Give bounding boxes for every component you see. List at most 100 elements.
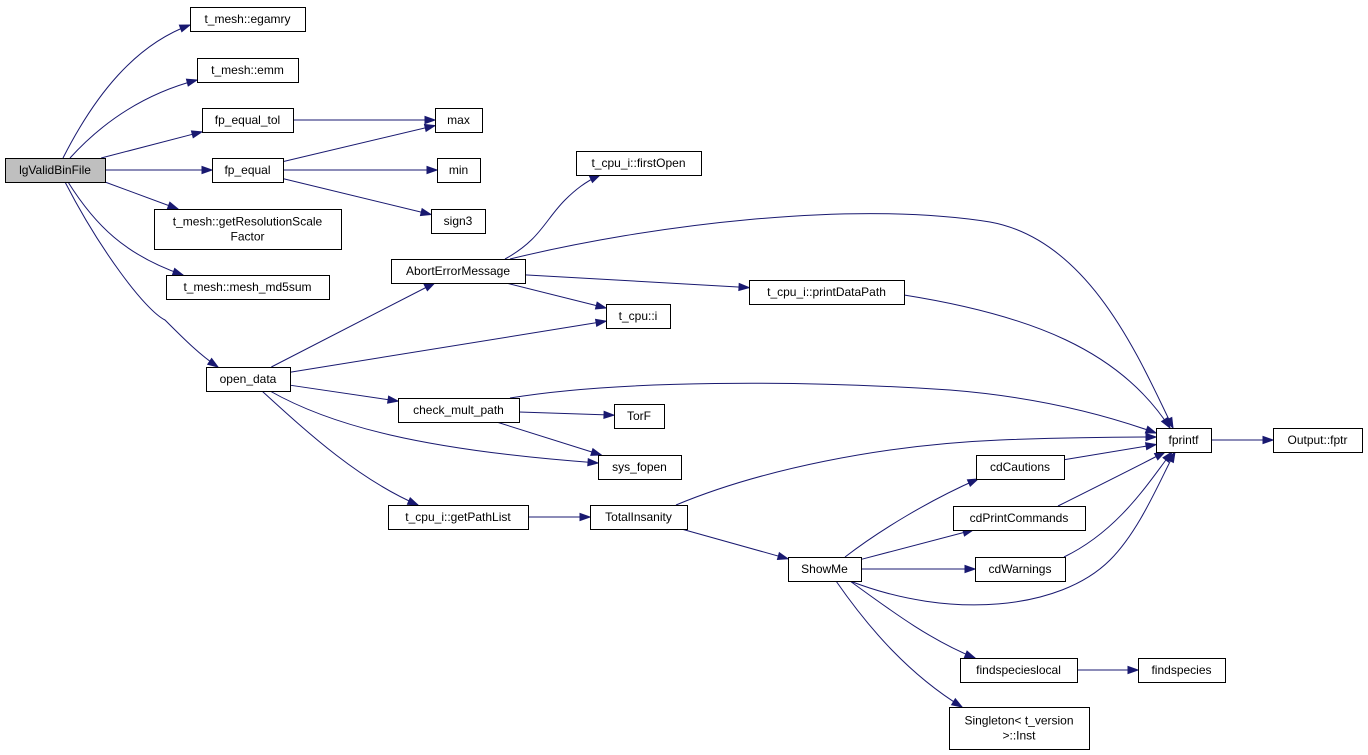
node-label: t_cpu::i [619, 309, 658, 323]
edge-printDataPath-to-fprintf [903, 294, 1171, 430]
node-fp_equal[interactable]: fp_equal [212, 158, 284, 183]
node-box[interactable] [391, 259, 526, 284]
node-box[interactable] [197, 58, 299, 83]
edge-AbortErrorMessage-to-t_cpu_i [505, 282, 608, 310]
node-TorF[interactable]: TorF [614, 404, 665, 429]
node-box[interactable] [1156, 428, 1212, 453]
node-AbortErrorMessage[interactable]: AbortErrorMessage [391, 259, 526, 284]
node-label: max [447, 113, 470, 127]
node-box[interactable] [590, 505, 688, 530]
node-box[interactable] [1273, 428, 1363, 453]
node-lgValidBinFile[interactable]: lgValidBinFile [5, 158, 106, 183]
node-mesh_md5sum[interactable]: t_mesh::mesh_md5sum [166, 275, 330, 300]
node-check_mult_path[interactable]: check_mult_path [398, 398, 520, 423]
node-findspecieslocal[interactable]: findspecieslocal [960, 658, 1078, 683]
edge-line [1063, 444, 1157, 461]
node-box[interactable] [960, 658, 1078, 683]
node-box[interactable] [437, 158, 481, 183]
edge-cdWarnings-to-fprintf [1063, 450, 1173, 558]
node-box[interactable] [1138, 658, 1226, 683]
node-cdCautions[interactable]: cdCautions [976, 455, 1065, 480]
arrowhead [1162, 450, 1173, 463]
node-box[interactable] [435, 108, 483, 133]
node-box[interactable] [431, 209, 486, 234]
arrowhead [201, 165, 214, 175]
edge-open_data-to-sys_fopen [269, 390, 600, 467]
edge-getPathList-to-TotalInsanity [528, 512, 592, 522]
edge-fp_equal-to-max [282, 123, 437, 163]
node-emm[interactable]: t_mesh::emm [197, 58, 299, 83]
node-box[interactable] [388, 505, 529, 530]
node-label: findspecieslocal [976, 663, 1061, 677]
node-box[interactable] [202, 108, 294, 133]
arrowhead [406, 496, 420, 506]
edge-line [64, 181, 219, 368]
edge-line [1057, 451, 1166, 507]
arrowhead [178, 24, 192, 33]
node-label: t_cpu_i::firstOpen [591, 156, 685, 170]
arrowhead [424, 115, 437, 125]
node-box[interactable] [5, 158, 106, 183]
edge-open_data-to-AbortErrorMessage [271, 282, 437, 368]
node-min[interactable]: min [437, 158, 481, 183]
node-sign3[interactable]: sign3 [431, 209, 486, 234]
node-cdPrintCommands[interactable]: cdPrintCommands [953, 506, 1086, 531]
node-box[interactable] [614, 404, 665, 429]
node-findspecies[interactable]: findspecies [1138, 658, 1226, 683]
node-open_data[interactable]: open_data [206, 367, 291, 392]
node-box[interactable] [788, 557, 862, 582]
node-box[interactable] [949, 707, 1090, 750]
edge-open_data-to-getPathList [261, 390, 420, 506]
node-label: min [449, 163, 468, 177]
node-box[interactable] [166, 275, 330, 300]
node-box[interactable] [976, 455, 1065, 480]
node-getPathList[interactable]: t_cpu_i::getPathList [388, 505, 529, 530]
node-TotalInsanity[interactable]: TotalInsanity [590, 505, 688, 530]
node-egamry[interactable]: t_mesh::egamry [190, 7, 306, 32]
node-label: fprintf [1168, 433, 1199, 447]
arrowhead [950, 697, 964, 708]
edge-lgValidBinFile-to-fp_equal_tol [101, 130, 204, 159]
node-box[interactable] [576, 151, 702, 176]
node-label: open_data [220, 372, 277, 386]
edge-line [509, 382, 1157, 434]
node-label: TorF [627, 409, 651, 423]
node-box[interactable] [398, 398, 520, 423]
edge-TotalInsanity-to-ShowMe [681, 528, 790, 561]
node-box[interactable] [953, 506, 1086, 531]
edge-check_mult_path-to-fprintf [509, 382, 1158, 434]
node-cdWarnings[interactable]: cdWarnings [975, 557, 1066, 582]
node-box[interactable] [154, 209, 342, 250]
node-box[interactable] [206, 367, 291, 392]
node-fp_equal_tol[interactable]: fp_equal_tol [202, 108, 294, 133]
node-fptr[interactable]: Output::fptr [1273, 428, 1363, 453]
node-box[interactable] [190, 7, 306, 32]
node-t_cpu_i[interactable]: t_cpu::i [606, 304, 671, 329]
node-box[interactable] [606, 304, 671, 329]
node-fprintf[interactable]: fprintf [1156, 428, 1212, 453]
node-box[interactable] [212, 158, 284, 183]
edge-open_data-to-t_cpu_i [289, 318, 608, 373]
edge-line [69, 79, 198, 159]
node-box[interactable] [749, 280, 905, 305]
edge-line [675, 436, 1157, 506]
edge-line [835, 580, 963, 708]
node-label: TotalInsanity [605, 510, 672, 524]
edge-line [518, 411, 615, 416]
edge-line [261, 390, 419, 506]
node-firstOpen[interactable]: t_cpu_i::firstOpen [576, 151, 702, 176]
node-max[interactable]: max [435, 108, 483, 133]
node-label: t_cpu_i::printDataPath [767, 285, 886, 299]
node-printDataPath[interactable]: t_cpu_i::printDataPath [749, 280, 905, 305]
edge-line [860, 529, 974, 560]
edge-line [844, 478, 979, 558]
node-box[interactable] [598, 455, 682, 480]
node-label: t_mesh::emm [211, 63, 284, 77]
edge-line [509, 213, 1174, 429]
node-box[interactable] [975, 557, 1066, 582]
node-ShowMe[interactable]: ShowMe [788, 557, 862, 582]
node-sys_fopen[interactable]: sys_fopen [598, 455, 682, 480]
node-Inst[interactable]: Singleton< t_version>::Inst [949, 707, 1090, 750]
edge-ShowMe-to-findspecieslocal [849, 580, 977, 659]
